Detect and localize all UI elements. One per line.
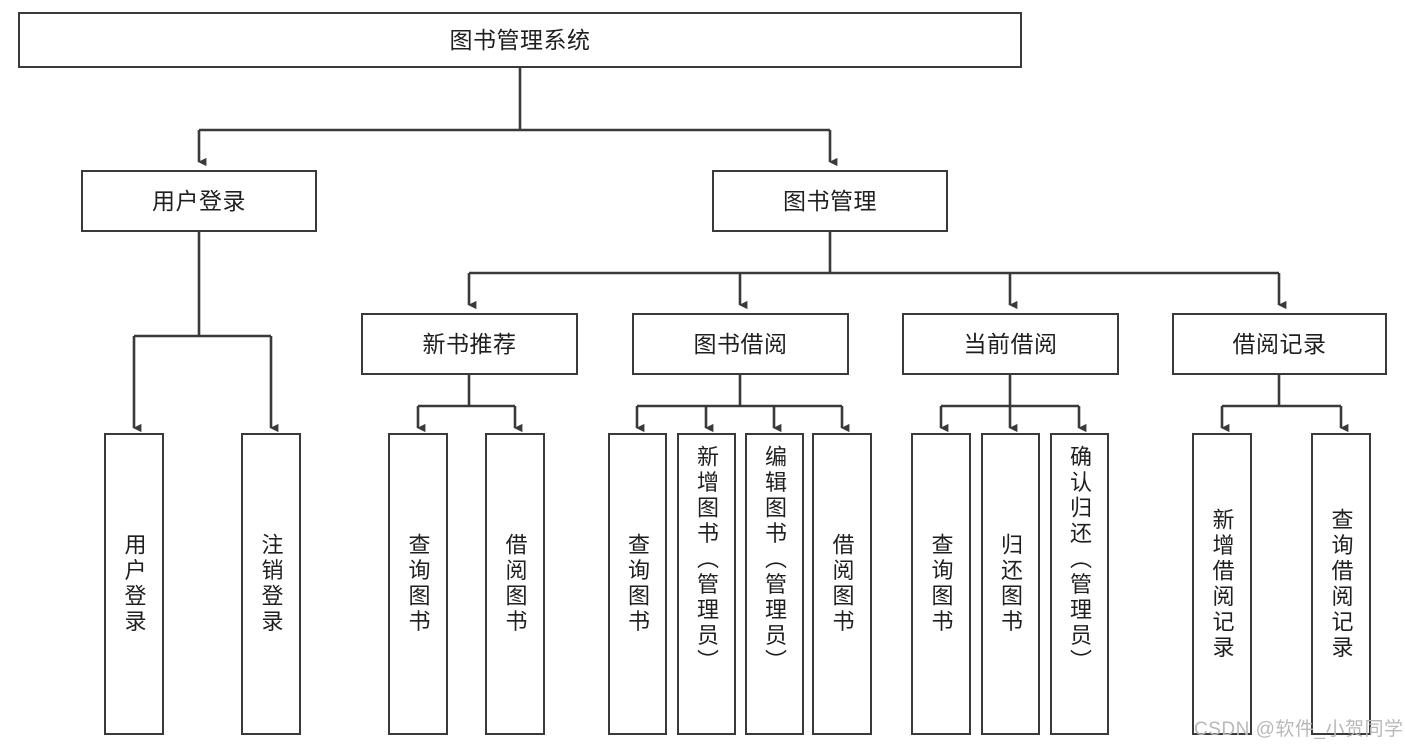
node-label: 新书推荐 <box>422 330 517 357</box>
node-book-borrow[interactable]: 图书借阅 <box>632 313 849 375</box>
node-leaf-return-book[interactable]: 归还图书 <box>981 433 1040 735</box>
node-label: 新增借阅记录 <box>1209 507 1235 661</box>
node-label: 当前借阅 <box>963 330 1058 357</box>
node-leaf-query-borrow-record[interactable]: 查询借阅记录 <box>1311 433 1371 735</box>
node-borrow-record[interactable]: 借阅记录 <box>1172 313 1387 375</box>
node-leaf-confirm-return-admin[interactable]: 确认归还（管理员） <box>1050 433 1109 735</box>
node-label: 查询借阅记录 <box>1328 507 1354 661</box>
node-label: 用户登录 <box>152 187 246 214</box>
node-label: 查询图书 <box>405 533 431 635</box>
node-label: 新增图书（管理员） <box>694 445 720 675</box>
node-label: 图书管理 <box>783 187 877 214</box>
node-leaf-query-book-recommend[interactable]: 查询图书 <box>388 433 448 735</box>
node-book-management[interactable]: 图书管理 <box>712 170 948 232</box>
node-leaf-user-login[interactable]: 用户登录 <box>104 433 164 735</box>
node-label: 查询图书 <box>625 533 651 635</box>
node-leaf-add-borrow-record[interactable]: 新增借阅记录 <box>1192 433 1252 735</box>
node-label: 用户登录 <box>121 533 147 635</box>
node-label: 归还图书 <box>998 533 1024 635</box>
node-label: 查询图书 <box>928 533 954 635</box>
node-leaf-add-book-admin[interactable]: 新增图书（管理员） <box>677 433 736 735</box>
node-leaf-query-book-current[interactable]: 查询图书 <box>911 433 971 735</box>
node-leaf-borrow-book-borrow[interactable]: 借阅图书 <box>812 433 872 735</box>
node-label: 图书借阅 <box>693 330 788 357</box>
node-label: 借阅记录 <box>1232 330 1327 357</box>
node-root-book-management-system[interactable]: 图书管理系统 <box>18 12 1022 68</box>
node-label: 借阅图书 <box>502 533 528 635</box>
csdn-watermark: CSDN @软件_小贺同学 <box>1194 719 1404 740</box>
node-current-borrow[interactable]: 当前借阅 <box>902 313 1119 375</box>
node-label: 注销登录 <box>258 533 284 635</box>
node-leaf-query-book-borrow[interactable]: 查询图书 <box>608 433 667 735</box>
node-label: 确认归还（管理员） <box>1067 445 1093 675</box>
node-leaf-edit-book-admin[interactable]: 编辑图书（管理员） <box>745 433 804 735</box>
node-label: 借阅图书 <box>829 533 855 635</box>
node-leaf-borrow-book-recommend[interactable]: 借阅图书 <box>485 433 545 735</box>
node-leaf-logout-login[interactable]: 注销登录 <box>241 433 301 735</box>
node-new-book-recommend[interactable]: 新书推荐 <box>361 313 578 375</box>
node-label: 编辑图书（管理员） <box>762 445 788 675</box>
node-label: 图书管理系统 <box>449 26 591 53</box>
node-user-login[interactable]: 用户登录 <box>81 170 317 232</box>
